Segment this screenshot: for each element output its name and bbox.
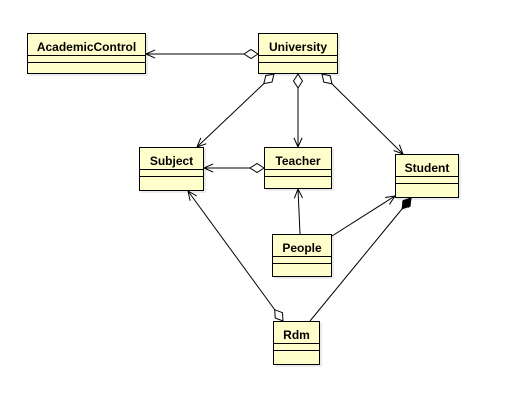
aggregation-diamond — [263, 73, 275, 85]
operations-compartment — [140, 177, 203, 190]
attributes-compartment — [140, 170, 203, 177]
class-subject[interactable]: Subject — [139, 147, 204, 191]
attributes-compartment — [396, 177, 458, 184]
aggregation-diamond — [321, 73, 333, 85]
class-student[interactable]: Student — [395, 154, 459, 198]
operations-compartment — [273, 264, 331, 276]
arrowhead — [297, 137, 303, 148]
arrowhead — [293, 137, 299, 148]
arrowhead — [297, 188, 303, 199]
attributes-compartment — [274, 344, 319, 351]
aggregation-diamond — [292, 73, 304, 89]
arrowhead — [145, 49, 156, 55]
operations-compartment — [265, 177, 331, 188]
arrowhead — [385, 195, 396, 198]
class-name: Rdm — [274, 322, 319, 344]
class-name: University — [259, 34, 337, 56]
class-rdm[interactable]: Rdm — [273, 321, 320, 365]
relation-university-to-subject — [196, 73, 275, 148]
class-academic-control[interactable]: AcademicControl — [27, 33, 146, 74]
relation-university-to-student — [321, 73, 404, 155]
relation-people-to-teacher — [297, 188, 301, 235]
operations-compartment — [396, 184, 458, 197]
arrowhead — [196, 143, 207, 148]
arrowhead — [293, 188, 299, 199]
class-name: Student — [396, 155, 458, 177]
aggregation-diamond — [249, 162, 265, 174]
arrowhead — [393, 150, 404, 155]
arrowhead — [187, 190, 197, 197]
class-people[interactable]: People — [272, 234, 332, 277]
arrowhead — [196, 137, 202, 148]
arrowhead — [203, 167, 214, 173]
class-university[interactable]: University — [258, 33, 338, 74]
class-name: AcademicControl — [28, 34, 145, 56]
relation-people-to-student — [331, 195, 396, 237]
relation-rdm-to-student — [309, 197, 412, 322]
attributes-compartment — [28, 56, 145, 63]
operations-compartment — [259, 63, 337, 73]
class-name: People — [273, 235, 331, 257]
attributes-compartment — [259, 56, 337, 63]
class-name: Teacher — [265, 148, 331, 170]
arrowhead — [187, 190, 191, 201]
arrowhead — [145, 53, 156, 59]
aggregation-diamond — [274, 308, 284, 322]
class-teacher[interactable]: Teacher — [264, 147, 332, 189]
arrowhead — [203, 163, 214, 169]
arrowhead — [398, 144, 404, 155]
operations-compartment — [28, 63, 145, 73]
composition-diamond — [401, 197, 412, 210]
arrowhead — [389, 195, 396, 205]
attributes-compartment — [265, 170, 331, 177]
class-name: Subject — [140, 148, 203, 170]
relation-rdm-to-subject — [187, 190, 284, 322]
operations-compartment — [274, 351, 319, 364]
attributes-compartment — [273, 257, 331, 264]
aggregation-diamond — [243, 48, 259, 60]
